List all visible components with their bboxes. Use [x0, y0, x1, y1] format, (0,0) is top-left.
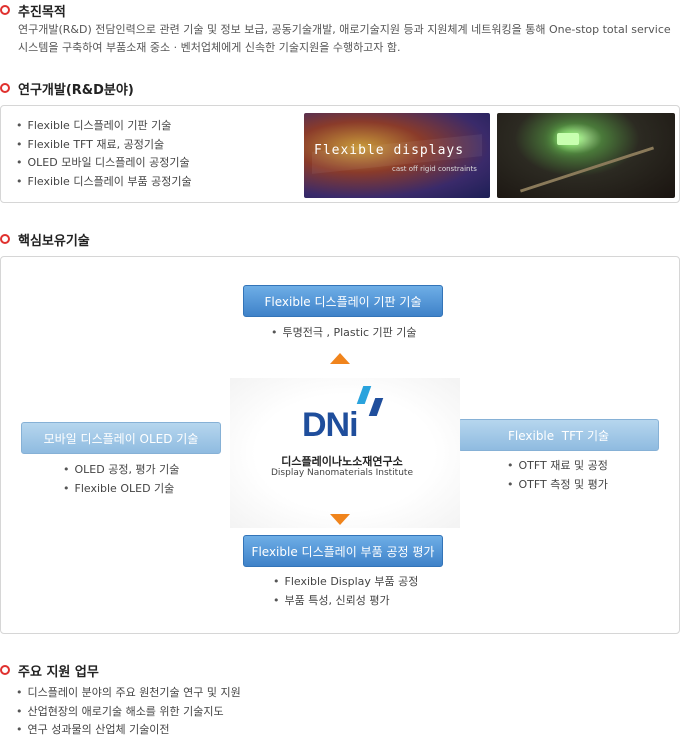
center-logo-area [230, 378, 460, 528]
list-item: 연구 성과물의 산업체 기술이전 [16, 721, 241, 740]
list-item: 부품 특성, 신뢰성 평가 [273, 592, 418, 611]
core-top-list: 투명전극 , Plastic 기판 기술 [271, 324, 417, 343]
rnd-list: Flexible 디스플레이 기판 기술 Flexible TFT 재료, 공정… [16, 117, 192, 192]
flexible-displays-image: Flexible displays cast off rigid constra… [304, 113, 490, 198]
core-left-label-text: 모바일 디스플레이 OLED 기술 [43, 431, 199, 446]
core-right-label: Flexible TFT 기술 [458, 419, 659, 451]
image-subcaption: cast off rigid constraints [392, 165, 477, 173]
support-title-text: 주요 지원 업무 [18, 664, 99, 680]
institute-name-ko: 디스플레이나노소재연구소 [281, 455, 403, 468]
core-right-label-text: Flexible TFT 기술 [507, 428, 610, 443]
circle-bullet-icon [0, 234, 10, 244]
dni-logo: DNi [302, 406, 359, 444]
list-item: OLED 모바일 디스플레이 공정기술 [16, 154, 192, 173]
list-item: Flexible 디스플레이 기판 기술 [16, 117, 192, 136]
core-left-list: OLED 공정, 평가 기술 Flexible OLED 기술 [63, 461, 180, 499]
image-caption: Flexible displays [314, 143, 465, 158]
list-item: 산업현장의 애로기술 해소를 위한 기술지도 [16, 703, 241, 722]
section-title-support: 주요 지원 업무 [0, 660, 99, 680]
list-item: Flexible 디스플레이 부품 공정기술 [16, 173, 192, 192]
arrow-down-icon [330, 514, 350, 525]
list-item: Flexible OLED 기술 [63, 480, 179, 499]
core-bottom-label: Flexible 디스플레이 부품 공정 평가 [243, 535, 443, 567]
core-left-label: 모바일 디스플레이 OLED 기술 [21, 422, 221, 454]
rnd-title-text: 연구개발(R&D분야) [18, 82, 134, 98]
core-title-text: 핵심보유기술 [18, 233, 90, 249]
section-title-core: 핵심보유기술 [0, 229, 90, 249]
core-bottom-list: Flexible Display 부품 공정 부품 특성, 신뢰성 평가 [273, 573, 419, 611]
support-list: 디스플레이 분야의 주요 원천기술 연구 및 지원 산업현장의 애로기술 해소를… [16, 684, 241, 740]
purpose-title-text: 추진목적 [18, 4, 66, 20]
list-item: OTFT 재료 및 공정 [507, 457, 608, 476]
circle-bullet-icon [0, 83, 10, 93]
list-item: OLED 공정, 평가 기술 [63, 461, 180, 480]
list-item: Flexible TFT 재료, 공정기술 [16, 136, 192, 155]
core-top-label-text: Flexible 디스플레이 기판 기술 [264, 294, 422, 309]
list-item: 투명전극 , Plastic 기판 기술 [271, 324, 417, 343]
section-title-purpose: 추진목적 [0, 0, 66, 20]
institute-name-en: Display Nanomaterials Institute [271, 468, 413, 478]
circle-bullet-icon [0, 665, 10, 675]
list-item: Flexible Display 부품 공정 [273, 573, 419, 592]
arrow-up-icon [330, 353, 350, 364]
list-item: 디스플레이 분야의 주요 원천기술 연구 및 지원 [16, 684, 241, 703]
purpose-description: 연구개발(R&D) 전담인력으로 관련 기술 및 정보 보급, 공동기술개발, … [18, 21, 678, 57]
purpose-line-2: 시스템을 구축하여 부품소재 중소 · 벤처업체에게 신속한 기술지원을 수행하… [18, 41, 401, 54]
list-item: OTFT 측정 및 평가 [507, 476, 608, 495]
core-right-list: OTFT 재료 및 공정 OTFT 측정 및 평가 [507, 457, 608, 494]
core-bottom-label-text: Flexible 디스플레이 부품 공정 평가 [251, 544, 435, 559]
flexible-oled-photo [497, 113, 675, 198]
section-title-rnd: 연구개발(R&D분야) [0, 78, 134, 98]
circle-bullet-icon [0, 5, 10, 15]
purpose-line-1: 연구개발(R&D) 전담인력으로 관련 기술 및 정보 보급, 공동기술개발, … [18, 23, 671, 36]
core-top-label: Flexible 디스플레이 기판 기술 [243, 285, 443, 317]
